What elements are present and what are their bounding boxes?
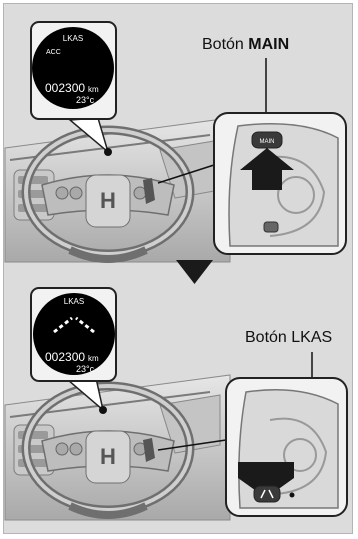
lkas-button[interactable] [254, 486, 280, 502]
leader-dot [290, 493, 295, 498]
zoom-inset-top: MAIN [214, 113, 346, 254]
display-temperature: 23°c [76, 364, 95, 374]
top-panel: H LKAS ACC 002300 km 23°c Botón MAIN [5, 22, 346, 262]
display-odometer-unit: km [88, 85, 99, 94]
display-odometer: 002300 [45, 81, 85, 95]
down-triangle-icon [176, 260, 213, 284]
display-title: LKAS [63, 34, 83, 43]
callout-dot [99, 406, 107, 414]
bottom-panel: H LKAS 002300 km 23°c Botón LKAS [5, 288, 347, 520]
display-temperature: 23°c [76, 95, 95, 105]
display-title: LKAS [64, 297, 84, 306]
main-button-text: MAIN [260, 139, 275, 145]
honda-logo: H [100, 188, 116, 213]
lkas-button-label: Botón LKAS [245, 329, 332, 346]
zoom-inset-bottom [226, 378, 347, 516]
display-status: ACC [46, 49, 61, 56]
display-odometer-unit: km [88, 354, 99, 363]
honda-logo: H [100, 444, 116, 469]
display-odometer: 002300 [45, 350, 85, 364]
instrument-display-top: LKAS ACC 002300 km 23°c [31, 22, 116, 119]
main-button-label: Botón MAIN [202, 36, 289, 53]
callout-dot [104, 148, 112, 156]
instrument-display-bottom: LKAS 002300 km 23°c [31, 288, 116, 381]
